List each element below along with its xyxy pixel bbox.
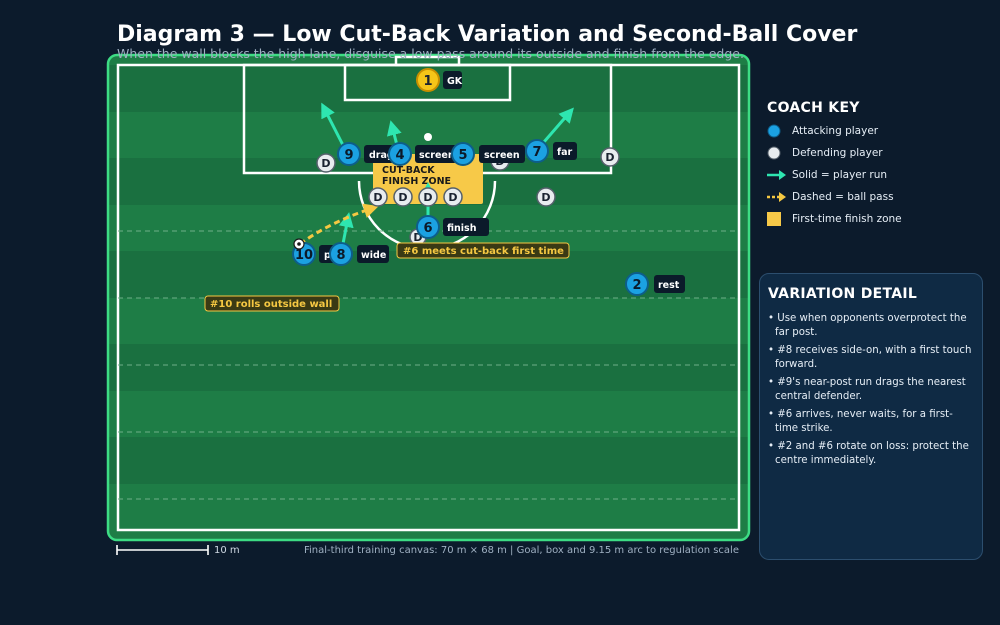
svg-text:D: D [413, 231, 422, 244]
defender: D [316, 153, 336, 173]
key-item: First-time finish zone [767, 208, 967, 230]
canvas-note: Final-third training canvas: 70 m × 68 m… [304, 545, 739, 556]
svg-text:1: 1 [423, 74, 432, 89]
scale-label: 10 m [214, 545, 240, 556]
ball-icon [293, 238, 305, 250]
scale-bar [116, 545, 209, 555]
svg-text:D: D [541, 191, 550, 204]
label-2: rest [658, 280, 680, 291]
annotation-rolls: #10 rolls outside wall [204, 295, 340, 312]
player-2: 2 [625, 272, 649, 296]
player-4: 4 [388, 142, 412, 166]
annotation-meets: #6 meets cut-back first time [396, 242, 570, 259]
defender: D [600, 147, 620, 167]
key-label: First-time finish zone [792, 213, 902, 225]
svg-text:9: 9 [344, 148, 353, 163]
variation-detail-panel: VARIATION DETAIL • Use when opponents ov… [759, 273, 983, 560]
list-item: • #8 receives side-on, with a first touc… [768, 345, 972, 370]
key-label: Attacking player [792, 125, 879, 137]
svg-text:D: D [398, 191, 407, 204]
defender: D [443, 187, 463, 207]
finish-zone-label-1: CUT-BACK [382, 165, 435, 176]
coach-key: COACH KEY Attacking player Defending pla… [767, 100, 967, 230]
label-5: screen [484, 150, 520, 161]
svg-text:4: 4 [395, 148, 404, 163]
defending-player-icon [767, 145, 792, 161]
attackers: 9 4 5 7 6 10 8 2 [292, 139, 649, 296]
finish-zone-icon [767, 211, 792, 227]
variation-detail-list: • Use when opponents overprotect the far… [768, 312, 974, 468]
svg-text:D: D [321, 157, 330, 170]
coach-key-title: COACH KEY [767, 100, 860, 116]
player-labels: drag screen screen far finish pass wide … [319, 142, 685, 293]
svg-text:D: D [448, 191, 457, 204]
player-6: 6 [416, 215, 440, 239]
player-9: 9 [337, 142, 361, 166]
label-8: wide [361, 250, 386, 261]
label-4: screen [419, 150, 455, 161]
list-item: • #6 arrives, never waits, for a first-t… [768, 409, 953, 434]
svg-text:2: 2 [632, 278, 641, 293]
attacking-player-icon [767, 123, 792, 139]
pass-10-cutback [299, 203, 379, 246]
defender: D [536, 187, 556, 207]
pitch-border [106, 53, 751, 542]
dashed-arrow-icon [767, 189, 792, 205]
key-item: Attacking player [767, 120, 967, 142]
list-item: • Use when opponents overprotect the far… [768, 313, 967, 338]
label-7: far [557, 147, 573, 158]
label-9: drag [369, 150, 394, 161]
diagram-title: Diagram 3 — Low Cut-Back Variation and S… [117, 22, 858, 47]
key-label: Solid = player run [792, 169, 888, 181]
penalty-spot [424, 133, 432, 141]
diagram-subtitle: When the wall blocks the high lane, disg… [117, 46, 744, 61]
list-item: • #9's near-post run drags the nearest c… [768, 377, 966, 402]
goal [394, 55, 461, 67]
svg-text:7: 7 [532, 145, 541, 160]
svg-text:10: 10 [295, 248, 313, 263]
svg-text:6: 6 [423, 221, 432, 236]
finish-zone-label-2: FINISH ZONE [382, 176, 451, 187]
player-goalkeeper: 1 GK [416, 68, 463, 92]
svg-text:D: D [605, 151, 614, 164]
variation-detail-title: VARIATION DETAIL [768, 286, 918, 302]
defender: D [393, 187, 413, 207]
player-8: 8 [329, 242, 353, 266]
svg-text:D: D [423, 191, 432, 204]
key-label: Defending player [792, 147, 883, 159]
svg-text:GK: GK [447, 76, 463, 87]
solid-arrow-icon [767, 167, 792, 183]
svg-text:#10 rolls outside wall: #10 rolls outside wall [210, 299, 332, 310]
key-item: Defending player [767, 142, 967, 164]
svg-text:D: D [373, 191, 382, 204]
defender: D [418, 187, 438, 207]
svg-text:#6 meets cut-back first time: #6 meets cut-back first time [403, 246, 564, 257]
defender: D [368, 187, 388, 207]
svg-text:5: 5 [458, 148, 467, 163]
svg-text:8: 8 [336, 248, 345, 263]
player-5: 5 [451, 142, 475, 166]
list-item: • #2 and #6 rotate on loss: protect the … [768, 441, 969, 466]
key-item: Solid = player run [767, 164, 967, 186]
key-item: Dashed = ball pass [767, 186, 967, 208]
player-7: 7 [525, 139, 549, 163]
key-label: Dashed = ball pass [792, 191, 894, 203]
label-6: finish [447, 223, 477, 234]
